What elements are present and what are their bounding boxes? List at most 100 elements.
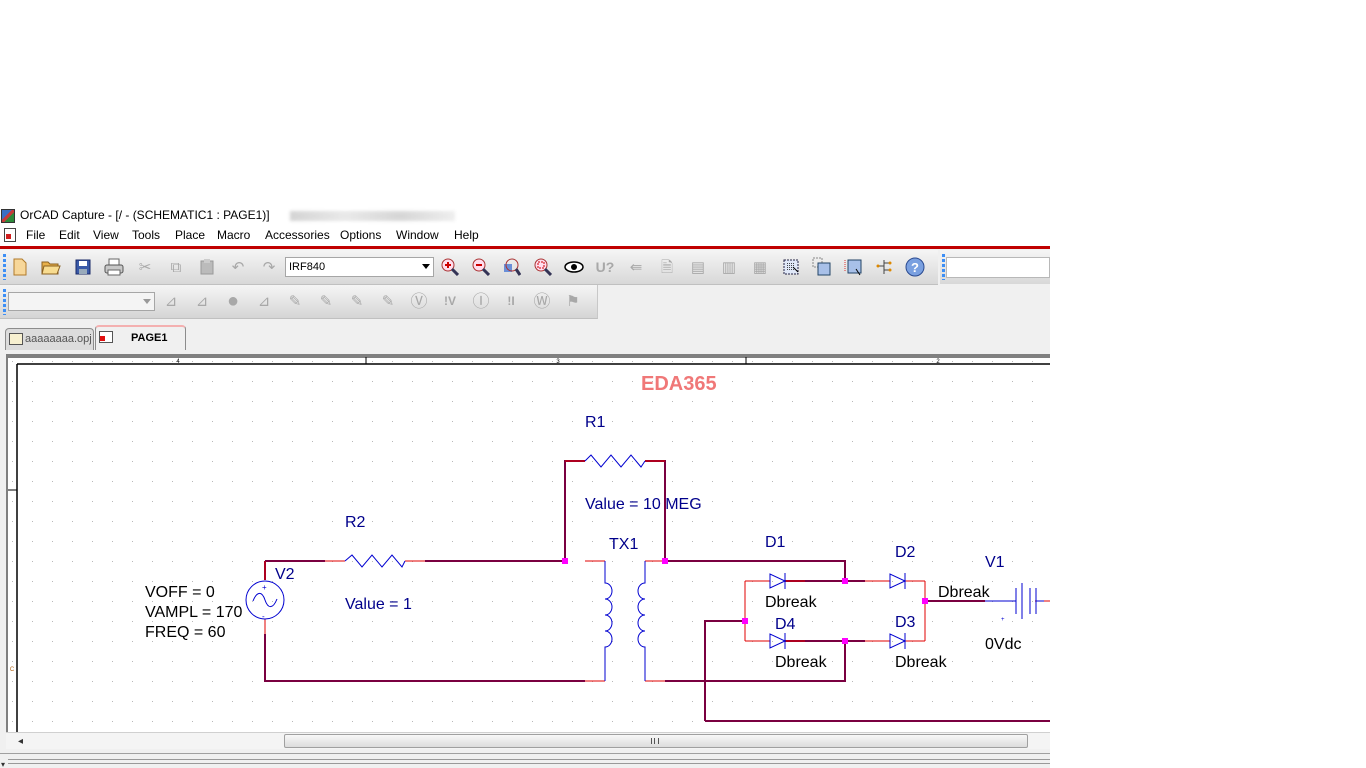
cross-reference-icon[interactable]: ▥ — [721, 258, 737, 276]
zoom-in-icon[interactable] — [439, 256, 461, 278]
v1-value[interactable]: 0Vdc — [985, 636, 1021, 653]
run-icon[interactable]: ● — [226, 290, 240, 312]
zoom-all-icon[interactable] — [532, 256, 554, 278]
r2-value[interactable]: Value = 1 — [345, 596, 412, 613]
wire[interactable] — [665, 641, 846, 682]
search-input[interactable] — [946, 257, 1050, 278]
diode-d4[interactable]: D4 Dbreak — [769, 616, 828, 671]
d4-value[interactable]: Dbreak — [775, 654, 828, 671]
paste-icon[interactable] — [196, 256, 218, 278]
cut-icon[interactable]: ✂ — [138, 258, 152, 276]
toggle-voltage-icon[interactable]: !V — [444, 294, 456, 308]
annotate-icon[interactable]: U? — [595, 259, 615, 275]
menu-options[interactable]: Options — [340, 228, 382, 242]
v2-freq[interactable]: FREQ = 60 — [145, 624, 226, 641]
tx1-ref[interactable]: TX1 — [609, 536, 638, 553]
new-icon[interactable] — [9, 256, 31, 278]
enable-bias-power-icon[interactable]: Ⓦ — [533, 291, 551, 311]
wire[interactable] — [704, 620, 745, 721]
toggle-current-icon[interactable]: !I — [507, 294, 515, 308]
junctions — [562, 558, 928, 644]
voltage-differential-marker-icon[interactable]: ✎ — [319, 292, 333, 310]
menu-view[interactable]: View — [93, 228, 119, 242]
toolbar-grip[interactable] — [942, 254, 945, 280]
v2-ref[interactable]: V2 — [275, 566, 295, 583]
bill-of-materials-icon[interactable]: ▦ — [752, 258, 768, 276]
toolbar-grip[interactable] — [3, 289, 6, 315]
menu-help[interactable]: Help — [454, 228, 479, 242]
design-rules-icon[interactable]: 🗎 — [660, 258, 674, 276]
edit-simulation-settings-icon[interactable]: ⊿ — [195, 292, 209, 310]
copy-icon[interactable]: ⧉ — [170, 258, 182, 276]
diode-d2[interactable]: D2 Dbreak — [889, 544, 991, 601]
horizontal-scrollbar[interactable]: ◂ — [6, 732, 1050, 749]
resistor-r2[interactable]: R2 Value = 1 — [344, 514, 412, 613]
toggle-power-icon[interactable]: ⚑ — [566, 292, 580, 310]
undo-icon[interactable]: ↶ — [231, 258, 245, 276]
r1-value[interactable]: Value = 10 MEG — [585, 496, 702, 513]
toolbar-grip[interactable] — [3, 254, 6, 280]
v1-ref[interactable]: V1 — [985, 554, 1005, 571]
current-marker-icon[interactable]: ✎ — [350, 292, 364, 310]
d1-value[interactable]: Dbreak — [765, 594, 818, 611]
tab-page1[interactable]: PAGE1 — [95, 325, 186, 350]
netlist-icon[interactable]: ▤ — [690, 258, 706, 276]
select-area-icon[interactable] — [780, 256, 802, 278]
snap-select-icon[interactable] — [811, 256, 833, 278]
document-menu-icon[interactable] — [4, 228, 16, 242]
schematic-drawing[interactable]: 4 3 2 C EDA365 — [8, 356, 1050, 732]
d2-ref[interactable]: D2 — [895, 544, 916, 561]
zoom-out-icon[interactable] — [470, 256, 492, 278]
menu-macro[interactable]: Macro — [217, 228, 251, 242]
thumb-grip-icon — [651, 738, 659, 744]
eye-icon[interactable] — [563, 256, 585, 278]
schematic-canvas[interactable]: 4 3 2 C EDA365 — [6, 354, 1050, 732]
menu-place[interactable]: Place — [175, 228, 206, 242]
wire[interactable] — [665, 560, 846, 581]
menu-accessories[interactable]: Accessories — [265, 228, 330, 242]
collapse-icon[interactable]: ▾ — [1, 760, 6, 768]
v2-vampl[interactable]: VAMPL = 170 — [145, 604, 242, 621]
drag-select-icon[interactable] — [842, 256, 864, 278]
voltage-marker-icon[interactable]: ✎ — [288, 292, 302, 310]
d3-value[interactable]: Dbreak — [895, 654, 948, 671]
diode-d1[interactable]: D1 Dbreak — [765, 534, 818, 611]
r2-ref[interactable]: R2 — [345, 514, 366, 531]
simulation-profile-combo[interactable] — [8, 292, 155, 311]
d2-value[interactable]: Dbreak — [938, 584, 991, 601]
chevron-down-icon[interactable] — [143, 299, 151, 304]
redo-icon[interactable]: ↷ — [262, 258, 276, 276]
d4-ref[interactable]: D4 — [775, 616, 796, 633]
print-icon[interactable] — [103, 256, 125, 278]
save-icon[interactable] — [72, 256, 94, 278]
v2-voff[interactable]: VOFF = 0 — [145, 584, 215, 601]
diode-d3[interactable]: D3 Dbreak — [889, 614, 948, 671]
transformer-tx1[interactable]: TX1 — [604, 536, 646, 681]
menu-tools[interactable]: Tools — [132, 228, 161, 242]
power-marker-icon[interactable]: ✎ — [381, 292, 395, 310]
view-simulation-results-icon[interactable]: ⊿ — [257, 292, 271, 310]
open-icon[interactable] — [40, 256, 62, 278]
d3-ref[interactable]: D3 — [895, 614, 916, 631]
chevron-down-icon[interactable] — [422, 264, 430, 269]
menu-edit[interactable]: Edit — [59, 228, 80, 242]
menu-window[interactable]: Window — [396, 228, 439, 242]
part-combo[interactable]: IRF840 — [285, 257, 434, 277]
blurred-title-suffix — [290, 211, 455, 221]
help-icon[interactable]: ? — [904, 256, 926, 278]
scrollbar-thumb[interactable] — [284, 734, 1028, 748]
menu-file[interactable]: File — [26, 228, 46, 242]
new-simulation-profile-icon[interactable]: ⊿ — [164, 292, 178, 310]
dc-source-v1[interactable]: + V1 0Vdc — [985, 554, 1044, 653]
r1-ref[interactable]: R1 — [585, 414, 606, 431]
back-annotate-icon[interactable]: ⇚ — [629, 258, 643, 276]
scroll-left-icon[interactable]: ◂ — [18, 736, 24, 747]
d1-ref[interactable]: D1 — [765, 534, 786, 551]
zoom-area-icon[interactable] — [501, 256, 523, 278]
hierarchy-icon[interactable] — [873, 256, 895, 278]
enable-bias-current-icon[interactable]: Ⓘ — [472, 291, 490, 311]
sine-source-v2[interactable]: + - V2 VOFF = 0 VAMPL = 170 FREQ = 60 — [145, 566, 295, 641]
enable-bias-voltage-icon[interactable]: Ⓥ — [410, 291, 428, 311]
resistor-r1[interactable]: R1 Value = 10 MEG — [584, 414, 702, 513]
tab-project[interactable]: aaaaaaaa.opj — [5, 328, 94, 350]
